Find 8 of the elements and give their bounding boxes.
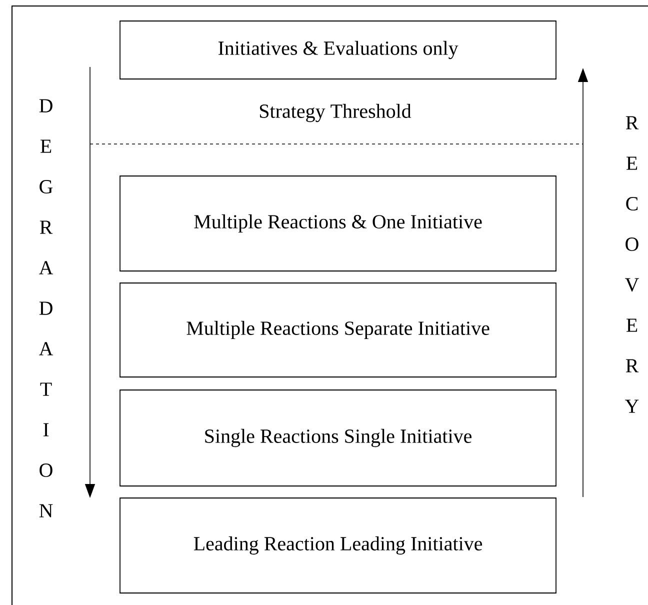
stage-box: Initiatives & Evaluations only <box>120 20 556 80</box>
stage-box: Single Reactions Single Initiative <box>120 390 556 486</box>
vertical-label: RECOVERY <box>625 116 639 413</box>
stage-box: Multiple Reactions & One Initiative <box>120 176 556 272</box>
vertical-label: DEGRADATION <box>38 99 54 518</box>
threshold-label: Strategy Threshold <box>260 104 412 122</box>
stage-box: Leading Reaction Leading Initiative <box>120 498 556 594</box>
stage-box: Multiple Reactions Separate Initiative <box>120 282 556 378</box>
